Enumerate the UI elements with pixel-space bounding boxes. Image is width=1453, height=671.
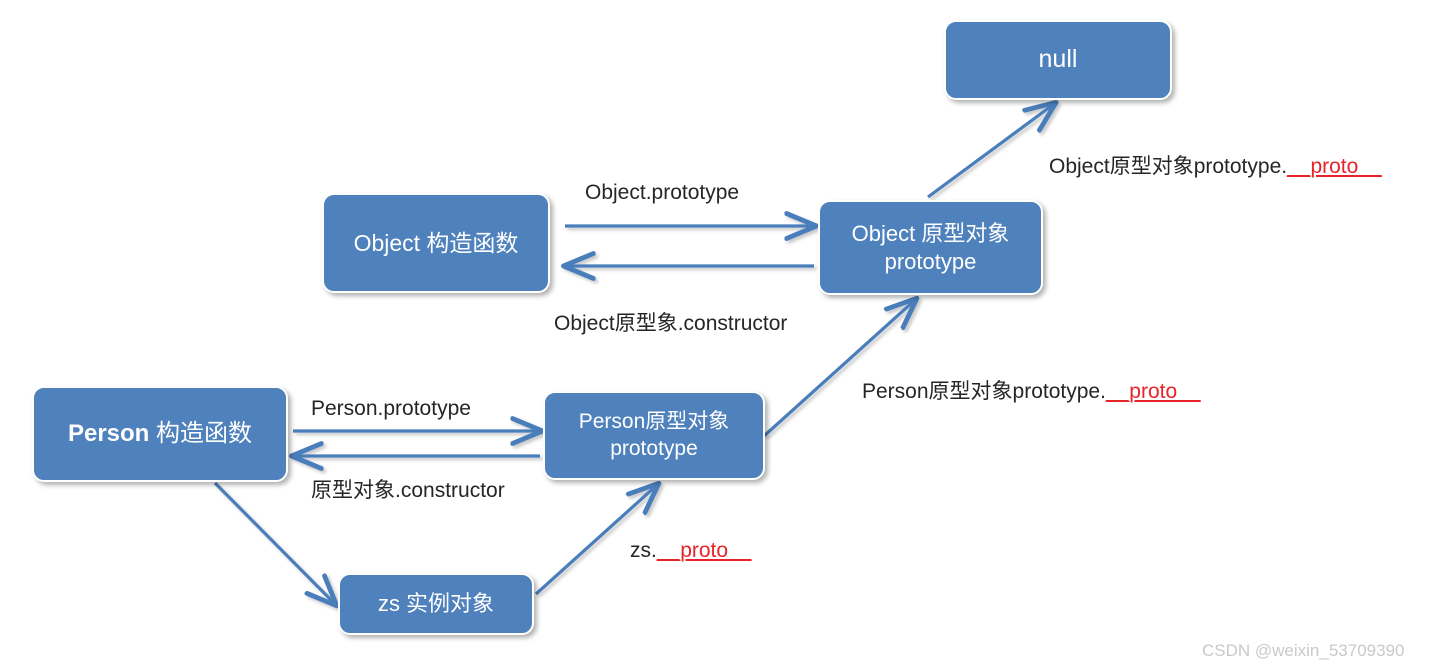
node-object-prototype: Object 原型对象 prototype bbox=[818, 200, 1043, 295]
edge-label-object-constructor: Object原型象.constructor bbox=[554, 312, 788, 335]
edge-label-person-proto-proto: Person原型对象prototype.__proto__ bbox=[862, 375, 1201, 405]
edge-label-object-prototype: Object.prototype bbox=[585, 181, 740, 204]
node-person-prototype-label-2: prototype bbox=[610, 436, 698, 460]
node-zs-instance-label: zs 实例对象 bbox=[377, 591, 495, 617]
node-null: null bbox=[944, 20, 1172, 100]
node-object-prototype-label-2: prototype bbox=[884, 248, 977, 274]
edge-label-object-proto-proto-text: Object原型对象prototype. bbox=[1049, 155, 1288, 178]
edge-label-person-proto-proto-text: Person原型对象prototype. bbox=[862, 380, 1106, 403]
node-person-prototype: Person原型对象 prototype bbox=[543, 391, 765, 480]
edge-label-proto-constructor: 原型对象.constructor bbox=[311, 479, 505, 502]
node-person-constructor: Person 构造函数 bbox=[32, 386, 288, 482]
node-object-constructor: Object 构造函数 bbox=[322, 193, 550, 293]
arrow-object-proto-to-null bbox=[927, 104, 1054, 199]
node-object-prototype-label-1: Object 原型对象 bbox=[851, 221, 1010, 246]
edge-label-person-prototype: Person.prototype bbox=[311, 397, 471, 420]
node-person-prototype-label-1: Person原型对象 bbox=[578, 410, 730, 434]
edge-label-zs-proto-text: zs. bbox=[630, 539, 657, 562]
csdn-watermark: CSDN @weixin_53709390 bbox=[1202, 641, 1405, 660]
node-person-constructor-label-rest: 构造函数 bbox=[149, 420, 253, 447]
edge-label-object-proto-proto-code: __proto__ bbox=[1287, 155, 1382, 178]
edge-label-zs-proto-code: __proto__ bbox=[656, 539, 752, 562]
node-person-constructor-label-bold: Person bbox=[67, 420, 150, 447]
node-object-constructor-label: Object 构造函数 bbox=[353, 229, 519, 256]
edge-label-person-proto-proto-code: __proto__ bbox=[1105, 380, 1201, 403]
edge-label-zs-proto: zs.__proto__ bbox=[630, 539, 751, 563]
node-null-label: null bbox=[1038, 45, 1078, 74]
node-zs-instance: zs 实例对象 bbox=[338, 573, 534, 635]
edge-label-object-proto-proto: Object原型对象prototype.__proto__ bbox=[1049, 150, 1382, 180]
